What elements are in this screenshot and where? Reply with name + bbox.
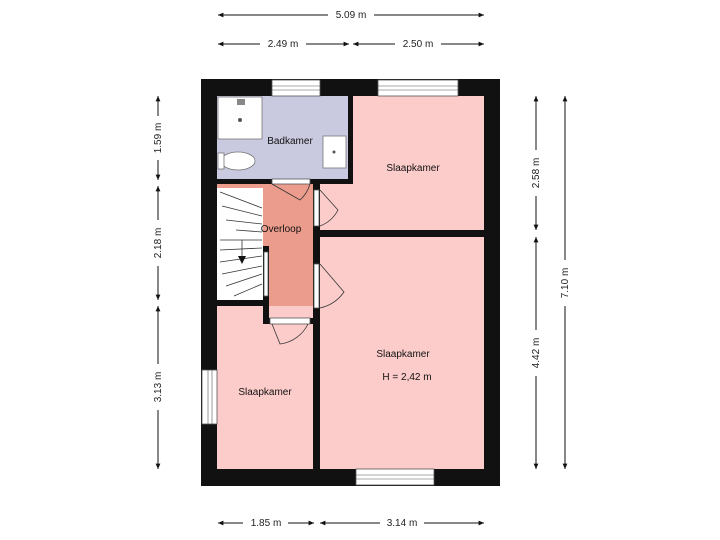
dim-left-top-label: 1.59 m xyxy=(153,123,164,154)
door-bath-opening xyxy=(271,178,311,185)
dim-right-total-label: 7.10 m xyxy=(560,268,571,299)
dim-bottom-right-label: 3.14 m xyxy=(387,518,418,529)
wall-vertical-center xyxy=(313,184,320,469)
label-slaapkamer-main: Slaapkamer xyxy=(376,349,430,360)
window-left-side xyxy=(201,369,218,425)
door-top-bedroom-swing xyxy=(319,189,339,227)
stair-arrow-icon xyxy=(238,256,246,264)
room-slaapkamer-left xyxy=(217,306,313,469)
window-bedroom-top xyxy=(377,79,459,97)
toilet-icon xyxy=(220,151,256,171)
stair-well xyxy=(217,188,263,300)
door-top-bedroom-opening xyxy=(313,189,320,227)
wall-horizontal-center xyxy=(320,230,484,237)
room-slaapkamer-main xyxy=(320,237,484,469)
label-slaapkamer-left: Slaapkamer xyxy=(238,387,292,398)
dim-right-top-label: 2.58 m xyxy=(531,158,542,189)
dim-left-bottom-label: 3.13 m xyxy=(153,372,164,403)
label-slaapkamer-top-right: Slaapkamer xyxy=(386,163,440,174)
windows xyxy=(201,79,459,486)
door-left-bedroom-opening xyxy=(269,317,311,325)
dim-top-total-label: 5.09 m xyxy=(336,10,367,21)
label-height: H = 2,42 m xyxy=(382,372,431,383)
window-bottom xyxy=(355,468,435,486)
door-stair-opening xyxy=(263,251,269,297)
door-bath-swing xyxy=(271,183,311,201)
sink-drain-icon xyxy=(332,150,336,154)
door-main-bedroom-swing xyxy=(319,263,345,309)
dim-top-right-label: 2.50 m xyxy=(403,39,434,50)
wall-left-bedroom-top xyxy=(217,300,269,306)
door-main-bedroom-opening xyxy=(313,263,320,309)
shower-head-icon xyxy=(237,99,245,105)
doors xyxy=(263,178,345,345)
room-slaapkamer-top-right xyxy=(353,96,484,230)
stairs xyxy=(219,191,263,297)
toilet-tank xyxy=(217,152,225,170)
door-left-bedroom-swing xyxy=(271,323,309,345)
label-overloop: Overloop xyxy=(261,224,302,235)
shower-drain-icon xyxy=(238,118,242,122)
window-bath-top xyxy=(271,79,321,97)
dim-top-left-label: 2.49 m xyxy=(268,39,299,50)
dim-left-middle-label: 2.18 m xyxy=(153,228,164,259)
label-badkamer: Badkamer xyxy=(267,136,313,147)
wall-bath-right xyxy=(348,96,353,184)
dim-right-bottom-label: 4.42 m xyxy=(531,338,542,369)
dim-bottom-left-label: 1.85 m xyxy=(251,518,282,529)
